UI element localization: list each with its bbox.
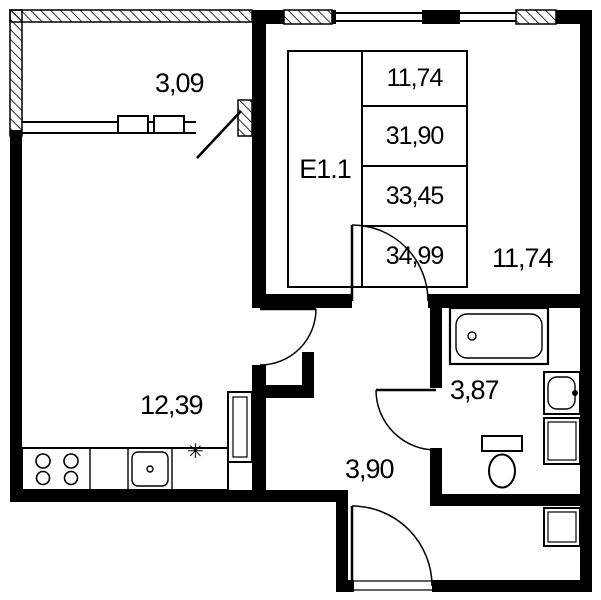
washing-machine bbox=[543, 417, 581, 465]
wall-segment bbox=[252, 10, 266, 294]
utility-star-symbol: ✳ bbox=[187, 441, 204, 463]
room-label-bathroom: 3,87 bbox=[450, 375, 500, 405]
wall-segment bbox=[252, 385, 314, 398]
wall-segment bbox=[428, 294, 592, 308]
stove-burner bbox=[63, 453, 79, 469]
hatched-walls bbox=[9, 9, 557, 137]
stamp-value-row: 31,90 bbox=[363, 107, 466, 167]
stamp-value-row: 33,45 bbox=[363, 167, 466, 227]
wall-segment bbox=[252, 294, 352, 308]
wall-segment bbox=[10, 130, 22, 502]
toilet-tank bbox=[481, 435, 523, 452]
wall-segment bbox=[422, 10, 460, 24]
apartment-stamp-table: E1.1 11,74 31,90 33,45 34,99 bbox=[287, 50, 468, 288]
bathtub-basin bbox=[455, 313, 543, 359]
door-swing-arc bbox=[375, 389, 437, 451]
windows bbox=[336, 12, 516, 22]
toilet bbox=[481, 435, 523, 489]
door-swing-arc bbox=[259, 308, 317, 366]
bathtub bbox=[448, 306, 550, 366]
hall-cabinet bbox=[543, 507, 581, 547]
bathtub-drain bbox=[467, 331, 477, 341]
wall-segment bbox=[430, 448, 442, 494]
balcony-glazing bbox=[22, 110, 242, 159]
hatched-wall-segment bbox=[237, 99, 253, 137]
wall-segment bbox=[252, 10, 284, 24]
door-swing-arc bbox=[351, 505, 433, 587]
vent-shaft-inner bbox=[232, 396, 248, 458]
stove-burner bbox=[35, 470, 51, 486]
wall-segment bbox=[580, 10, 592, 592]
wall-segment bbox=[430, 308, 442, 388]
wall-segment bbox=[432, 580, 592, 592]
stamp-unit-label: E1.1 bbox=[289, 52, 363, 286]
cabinet-inner bbox=[547, 511, 577, 543]
stove-burner bbox=[35, 453, 51, 469]
room-label-balcony: 3,09 bbox=[155, 68, 205, 98]
wall-segment bbox=[556, 10, 592, 24]
kitchen-counter bbox=[21, 447, 229, 491]
kitchen-sink bbox=[131, 451, 169, 487]
washer-inner bbox=[547, 421, 577, 461]
room-label-hallway: 3,90 bbox=[345, 454, 395, 484]
bathroom-sink bbox=[543, 371, 581, 415]
stamp-value-row: 11,74 bbox=[363, 52, 466, 107]
balcony-door-leaf bbox=[196, 110, 242, 159]
toilet-bowl bbox=[488, 453, 516, 489]
vent-shaft bbox=[227, 391, 253, 463]
wall-segment bbox=[430, 494, 592, 506]
window-sash bbox=[117, 115, 149, 134]
walls bbox=[10, 10, 592, 592]
kitchen-sink-drain bbox=[146, 465, 154, 473]
wall-segment bbox=[252, 365, 266, 502]
counter-outline bbox=[21, 447, 229, 491]
room-label-living-room: 11,74 bbox=[492, 243, 554, 273]
stamp-value-row: 34,99 bbox=[385, 242, 445, 270]
wall-segment bbox=[332, 10, 336, 24]
hatched-wall-segment bbox=[515, 9, 557, 25]
wall-segment bbox=[336, 490, 348, 592]
stove-burner bbox=[63, 470, 79, 486]
room-label-kitchen-living: 12,39 bbox=[140, 390, 204, 420]
sink-basin bbox=[547, 376, 576, 410]
hatched-wall-segment bbox=[283, 9, 333, 25]
wall-segment bbox=[302, 352, 314, 385]
hatched-wall-segment bbox=[9, 9, 253, 23]
hatched-wall-segment bbox=[9, 9, 23, 137]
window-sash bbox=[153, 115, 185, 134]
sink-faucet bbox=[572, 390, 578, 396]
wall-segment bbox=[10, 490, 348, 502]
stove bbox=[35, 453, 79, 486]
